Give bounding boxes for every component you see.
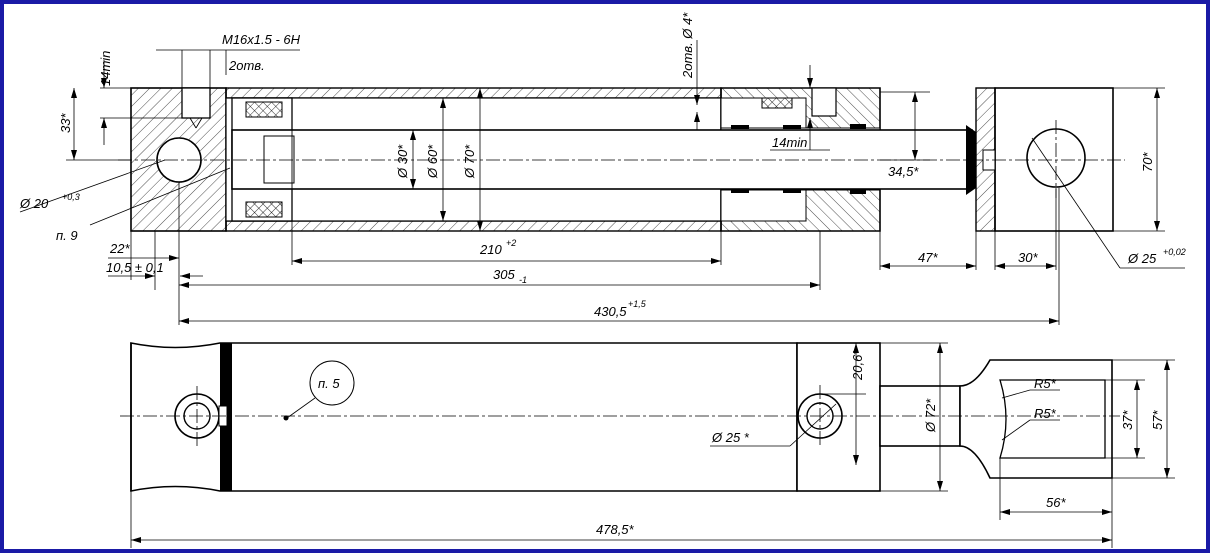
label-tol-20: +0,3 [62, 192, 80, 202]
label-p5: п. 5 [318, 376, 340, 391]
label-thread: M16x1.5 - 6H [222, 32, 301, 47]
label-37: 37* [1120, 410, 1135, 430]
label-tol-25: +0,02 [1163, 247, 1186, 257]
label-tol-430-5: +1,5 [628, 299, 647, 309]
label-10-5: 10,5 ± 0,1 [106, 260, 164, 275]
rod-end-nut [263, 135, 295, 184]
label-478-5: 478,5* [596, 522, 635, 537]
label-57: 57* [1150, 410, 1165, 430]
label-dia-72: Ø 72* [923, 398, 938, 433]
piston-rod [231, 129, 973, 190]
label-47: 47* [918, 250, 938, 265]
dimensions-top [19, 40, 1185, 325]
label-30: 30* [1018, 250, 1038, 265]
label-dia-70: Ø 70* [462, 144, 477, 179]
piston-seal-bottom [245, 201, 283, 218]
labels-bottom: п. 5 20,6* Ø 25 * Ø 72* R5* R5* 37* 57* … [318, 349, 1165, 537]
label-56: 56* [1046, 495, 1066, 510]
rear-port [181, 87, 211, 119]
dimensions-bottom [130, 342, 1175, 548]
section-view [118, 87, 1125, 232]
barrel-wall-top [225, 87, 722, 99]
label-dia-20: Ø 20 [19, 196, 49, 211]
gland-ring-3 [731, 189, 749, 193]
label-dia-25-bottom: Ø 25 * [711, 430, 750, 445]
gland-port [811, 87, 837, 117]
label-two-holes-top: 2отв. [228, 58, 265, 73]
gland-pocket-bottom [720, 189, 807, 222]
gland-ring-4 [783, 189, 801, 193]
label-tol-210: +2 [506, 238, 516, 248]
label-dia-25-top: Ø 25 [1127, 251, 1157, 266]
label-r5-top: R5* [1034, 376, 1057, 391]
gland-ring-1 [731, 125, 749, 129]
fork-slot [999, 379, 1106, 459]
label-dia-60: Ø 60* [425, 144, 440, 179]
label-430-5: 430,5 [594, 304, 627, 319]
barrel-wall-bottom [225, 220, 722, 232]
label-14min-left: 14min [98, 51, 113, 86]
label-tol-305: -1 [519, 275, 527, 285]
label-34-5: 34,5* [888, 164, 919, 179]
note-p5-circle [309, 360, 355, 406]
label-20-6: 20,6* [850, 349, 865, 381]
plan-view [120, 342, 1120, 492]
label-33: 33* [58, 113, 73, 133]
label-22: 22* [109, 241, 130, 256]
label-two-holes-d4: 2отв. Ø 4* [680, 12, 695, 79]
label-305: 305 [493, 267, 515, 282]
rod-eye-block [994, 87, 1114, 232]
label-14min-right: 14min [772, 135, 807, 150]
labels-top: M16x1.5 - 6H 2отв. 14min 33* 2отв. Ø 4* … [19, 12, 1186, 319]
gland-seal-top [761, 97, 793, 109]
label-dia-30: Ø 30* [395, 144, 410, 179]
gland-ring-5 [850, 124, 866, 129]
label-r5-bottom: R5* [1034, 406, 1057, 421]
gland-ring-6 [850, 189, 866, 194]
label-p9: п. 9 [56, 228, 78, 243]
label-210: 210 [479, 242, 502, 257]
gland-ring-2 [783, 125, 801, 129]
piston-seal-top [245, 101, 283, 118]
label-70: 70* [1140, 152, 1155, 172]
